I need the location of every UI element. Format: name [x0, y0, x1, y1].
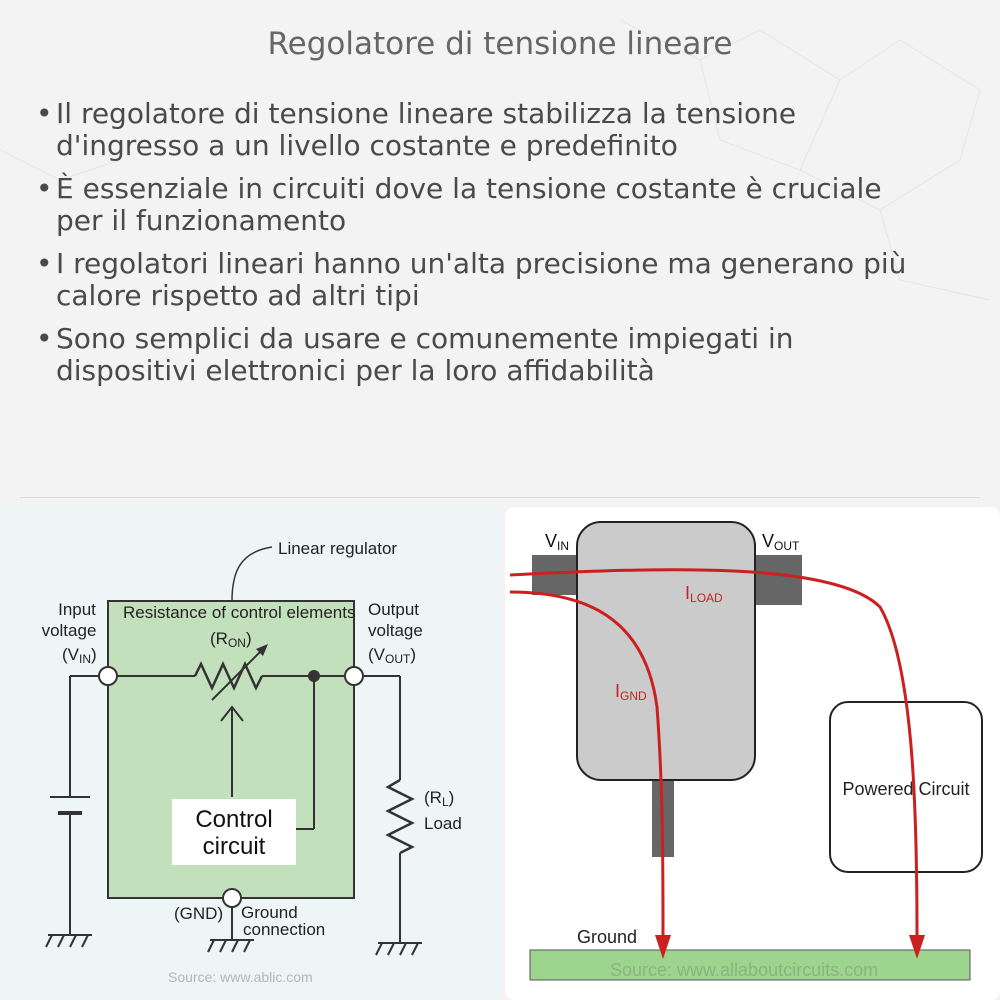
- rl-close: ): [449, 788, 455, 807]
- output-label-2: voltage: [368, 621, 423, 640]
- bullet-dot: •: [36, 322, 53, 355]
- control-label-2: circuit: [203, 833, 266, 860]
- section-divider: [20, 497, 980, 498]
- linear-regulator-label: Linear regulator: [278, 539, 397, 558]
- ground-bar: [529, 949, 971, 981]
- regulator-chip: [576, 521, 756, 781]
- bullet-item: •Sono semplici da usare e comunemente im…: [36, 323, 986, 387]
- output-label-1: Output: [368, 600, 419, 619]
- vout-open: (V: [368, 645, 386, 664]
- source-credit: Source: www.ablic.com: [168, 969, 313, 985]
- load-label: Load: [424, 814, 462, 833]
- input-label-1: Input: [58, 600, 96, 619]
- bullet-text-line: Sono semplici da usare e comunemente imp…: [56, 322, 794, 355]
- bullet-text-line: calore rispetto ad altri tipi: [56, 279, 420, 312]
- load-current-path: [509, 568, 919, 938]
- arrow-head: [655, 935, 671, 959]
- page-title: Regolatore di tensione lineare: [267, 26, 733, 62]
- vout-sub: OUT: [385, 652, 411, 666]
- input-terminal: [98, 666, 118, 686]
- bullet-dot: •: [36, 172, 53, 205]
- rl-open: (R: [424, 788, 442, 807]
- vout-main: V: [762, 531, 774, 551]
- iload-label: ILOAD: [685, 583, 723, 605]
- vin-main: V: [545, 531, 557, 551]
- input-label-2: voltage: [42, 621, 97, 640]
- source-credit: Source: www.allaboutcircuits.com: [610, 960, 878, 980]
- ground-connection-label-1: Ground: [241, 903, 298, 922]
- ignd-main: I: [615, 681, 620, 701]
- vout-label: (VOUT): [368, 645, 416, 666]
- iload-sub: LOAD: [690, 591, 723, 605]
- ground-symbol: [207, 939, 254, 953]
- resistance-title: Resistance of control elements: [123, 603, 355, 622]
- bullet-item: •Il regolatore di tensione lineare stabi…: [36, 98, 986, 162]
- vout-pin-label: VOUT: [762, 531, 800, 553]
- bullet-item: •I regolatori lineari hanno un'alta prec…: [36, 248, 986, 312]
- iload-main: I: [685, 583, 690, 603]
- rl-label: (RL): [424, 788, 454, 809]
- vin-sub: IN: [79, 652, 91, 666]
- ground-symbol: [375, 942, 422, 956]
- vin-sub: IN: [557, 539, 569, 553]
- rl-sub: L: [442, 795, 449, 809]
- ground-symbol: [45, 934, 92, 948]
- arrow-head: [909, 935, 925, 959]
- ground-current-path: [509, 590, 665, 938]
- vout-close: ): [410, 645, 416, 664]
- vin-label: (VIN): [62, 645, 97, 666]
- bullet-text-line: dispositivi elettronici per la loro affi…: [56, 354, 655, 387]
- current-flow-diagram: VIN VOUT Powered Circuit Ground Source: …: [509, 521, 983, 981]
- load-resistor: [385, 778, 415, 855]
- vin-close: ): [91, 645, 97, 664]
- vout-sub: OUT: [774, 539, 800, 553]
- output-terminal: [344, 666, 364, 686]
- ron-open: (R: [210, 629, 228, 648]
- bullet-text-line: È essenziale in circuiti dove la tension…: [56, 172, 882, 205]
- schematic-panel: Linear regulator Resistance of control e…: [0, 507, 500, 1000]
- powered-circuit-label: Powered Circuit: [842, 779, 969, 799]
- callout-line: [231, 546, 273, 602]
- control-circuit-box: [172, 799, 296, 865]
- bullet-text-line: d'ingresso a un livello costante e prede…: [56, 129, 678, 162]
- bullet-text-line: Il regolatore di tensione lineare stabil…: [56, 97, 797, 130]
- ron-sub: ON: [228, 636, 246, 650]
- gnd-label: (GND): [174, 904, 223, 923]
- ignd-sub: GND: [620, 689, 647, 703]
- bullet-item: •È essenziale in circuiti dove la tensio…: [36, 173, 986, 237]
- bullet-list: •Il regolatore di tensione lineare stabi…: [36, 98, 986, 398]
- ignd-label: IGND: [615, 681, 647, 703]
- current-flow-panel: VIN VOUT Powered Circuit Ground Source: …: [505, 507, 1000, 1000]
- bullet-text-line: I regolatori lineari hanno un'alta preci…: [56, 247, 907, 280]
- bullet-dot: •: [36, 247, 53, 280]
- regulator-schematic: Linear regulator Resistance of control e…: [42, 539, 462, 985]
- ground-connection-label-2: connection: [243, 920, 325, 939]
- gnd-terminal: [222, 888, 242, 908]
- bullet-dot: •: [36, 97, 53, 130]
- ground-label: Ground: [577, 927, 637, 947]
- variable-resistor: [193, 660, 264, 692]
- vin-pin-label: VIN: [545, 531, 569, 553]
- ron-close: ): [246, 629, 252, 648]
- control-label-1: Control: [195, 806, 272, 833]
- vin-open: (V: [62, 645, 80, 664]
- background-decoration: [0, 19, 991, 301]
- vout-pin: [750, 555, 802, 605]
- bullet-text-line: per il funzionamento: [56, 204, 347, 237]
- ron-label: (RON): [210, 629, 252, 650]
